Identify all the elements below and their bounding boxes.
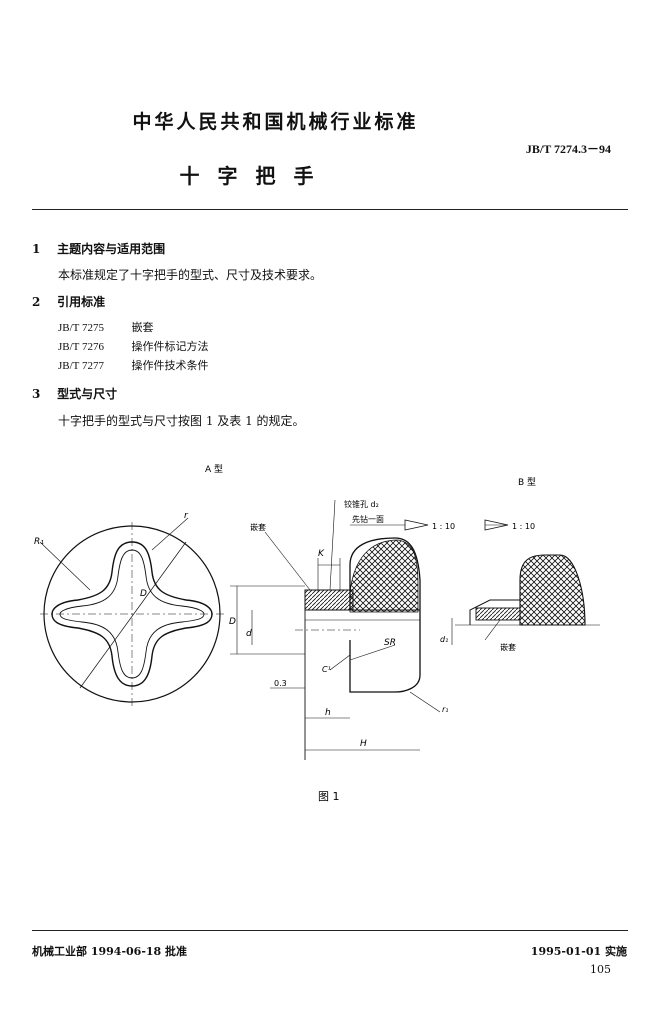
taper-ratio-a: 1 : 10: [432, 522, 455, 531]
taper-ratio-b: 1 : 10: [512, 522, 535, 531]
k-label: K: [318, 549, 325, 559]
header-rule: [32, 209, 628, 210]
section-2-title: 引用标准: [57, 295, 106, 309]
insert-label-b: 嵌套: [500, 642, 516, 652]
figure-caption: 图 1: [318, 790, 340, 803]
type-a-section-view: 嵌套 铰锥孔 d₂ 先钻一面 1 : 10 K D d SR C¹ h H 0.…: [229, 499, 455, 760]
section-1-heading: 1 主题内容与适用范围: [32, 240, 165, 257]
dim-d-big: D: [229, 617, 236, 627]
figure-1-drawing: A 型 B 型 R₁ r D: [34, 464, 600, 803]
reference-name: 嵌套: [131, 321, 154, 334]
sr-label: SR: [384, 638, 396, 648]
standard-code: JB/T 7274.3－94: [525, 142, 611, 156]
cross-handle-top-view: R₁ r D: [34, 511, 225, 708]
section-3-number: 3: [32, 387, 41, 401]
page-number: 105: [590, 963, 611, 976]
type-b-section-view: 1 : 10 d₁ 嵌套: [440, 519, 600, 652]
diameter-label: D: [140, 589, 147, 599]
footer-rule: [32, 930, 628, 931]
reference-code: JB/T 7275: [58, 322, 104, 334]
section-3-body: 十字把手的型式与尺寸按图 1 及表 1 的规定。: [58, 414, 305, 428]
h-label: h: [325, 708, 331, 718]
taper-pin-hole-label: 铰锥孔 d₂: [344, 499, 379, 509]
effective-date: 1995-01-01 实施: [530, 945, 627, 958]
issuing-organization: 中华人民共和国机械行业标准: [132, 111, 419, 133]
chamfer-label: C¹: [322, 665, 331, 674]
type-a-label: A 型: [205, 464, 223, 475]
approval-note: 机械工业部 1994-06-18 批准: [32, 945, 188, 958]
section-1-body: 本标准规定了十字把手的型式、尺寸及技术要求。: [58, 268, 323, 282]
reference-item: JB/T 7277 操作件技术条件: [58, 357, 209, 373]
section-3-title: 型式与尺寸: [57, 387, 118, 401]
dim-d-small: d: [246, 629, 252, 639]
section-2-heading: 2 引用标准: [32, 293, 105, 310]
r-label: r: [184, 511, 189, 521]
section-1-title: 主题内容与适用范围: [57, 242, 166, 256]
reference-item: JB/T 7276 操作件标记方法: [58, 338, 209, 354]
document-title: 十字把手: [179, 164, 332, 188]
reference-code: JB/T 7276: [58, 341, 104, 353]
type-b-label: B 型: [518, 477, 536, 488]
reference-name: 操作件技术条件: [131, 359, 209, 372]
reference-name: 操作件标记方法: [131, 340, 209, 353]
h-big-label: H: [360, 739, 367, 749]
reference-item: JB/T 7275 嵌套: [58, 319, 154, 335]
section-2-number: 2: [32, 295, 41, 309]
insert-label-a: 嵌套: [250, 522, 266, 532]
section-1-number: 1: [32, 242, 41, 256]
d1-label: d₁: [440, 635, 448, 644]
reference-code: JB/T 7277: [58, 360, 104, 372]
gap-label: 0.3: [274, 679, 287, 688]
drill-note: 先钻一面: [352, 514, 384, 524]
section-3-heading: 3 型式与尺寸: [32, 385, 117, 402]
r1-side-label: r₁: [442, 705, 449, 714]
r1-label: R₁: [34, 537, 44, 547]
